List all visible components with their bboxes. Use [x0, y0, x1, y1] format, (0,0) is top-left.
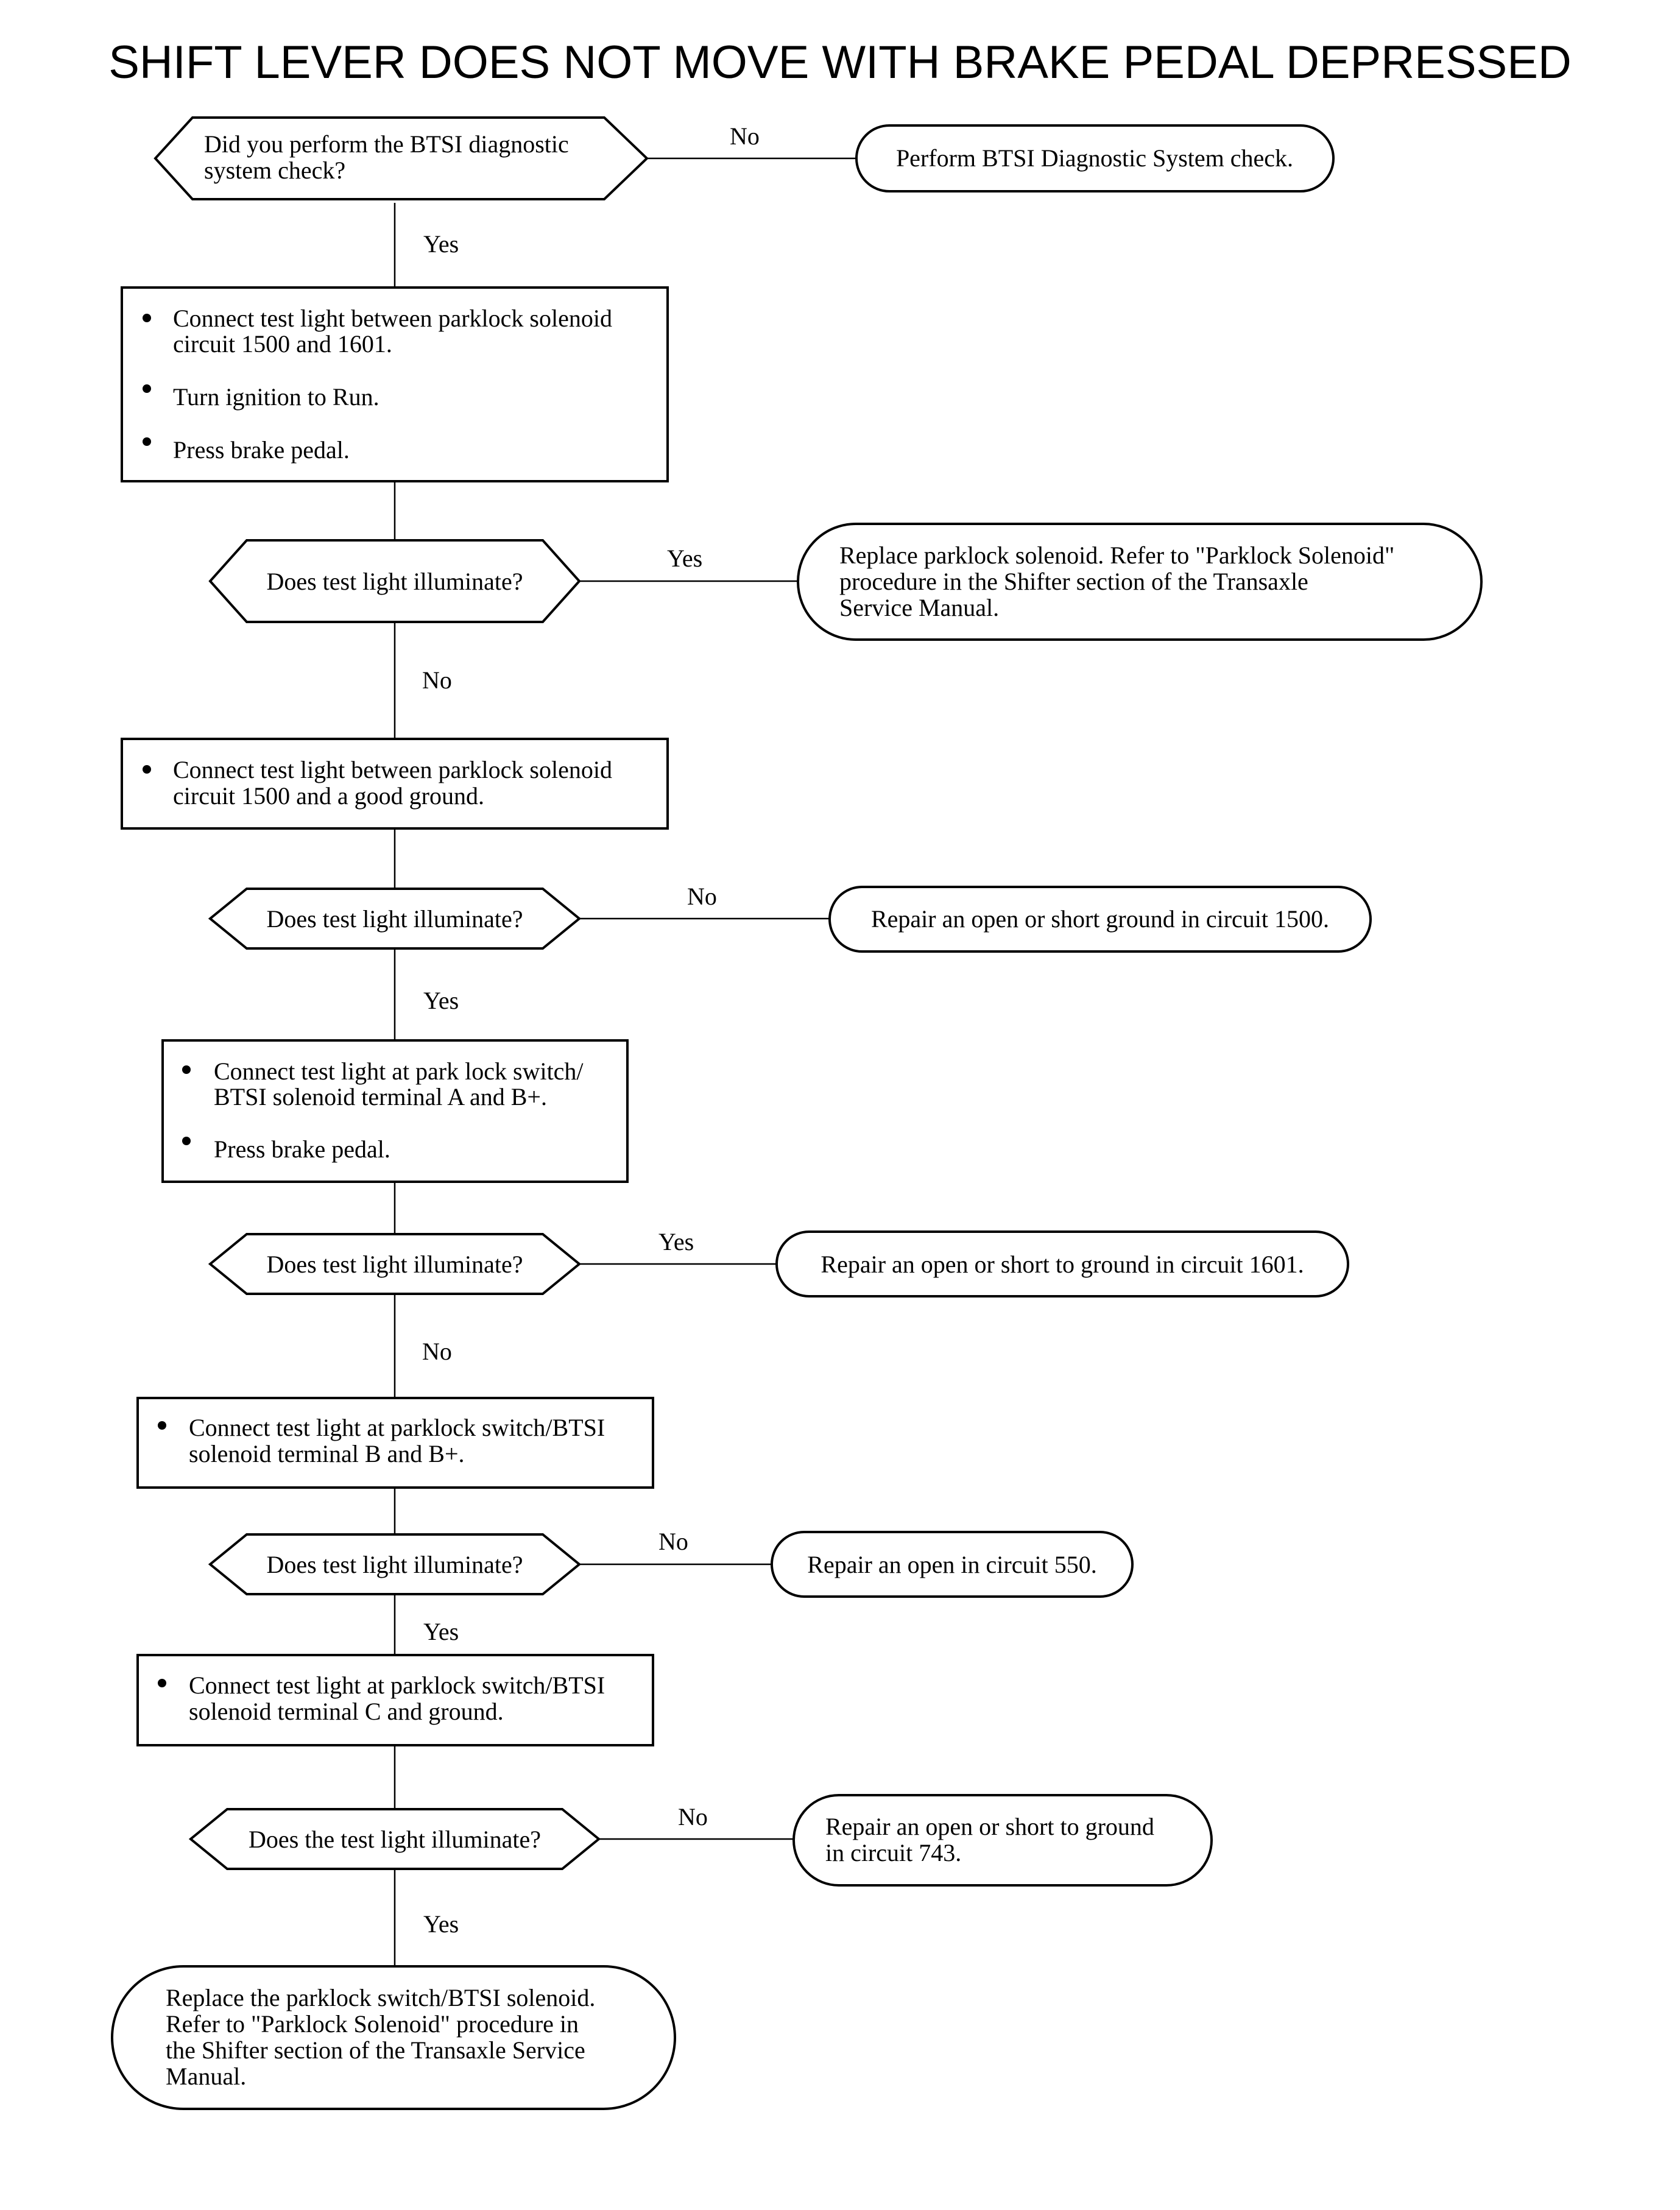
- terminal-line: Manual.: [166, 2063, 246, 2090]
- terminal-line: Service Manual.: [839, 594, 999, 621]
- edge-label-d1-yes: Yes: [423, 230, 459, 258]
- decision-btsi-check-performed: Did you perform the BTSI diagnostic syst…: [154, 116, 649, 200]
- edge-label-d4-no: No: [422, 1338, 452, 1365]
- decision-test-light-1: Does test light illuminate?: [208, 539, 581, 623]
- bullet: [182, 1137, 191, 1145]
- edge-label-d6-yes: Yes: [423, 1910, 459, 1938]
- terminal-replace-parklock-switch: Replace the parklock switch/BTSI solenoi…: [111, 1965, 676, 2110]
- action-box-4: Connect test light at parklock switch/BT…: [136, 1397, 654, 1489]
- action-line: Connect test light at parklock switch/BT…: [189, 1672, 605, 1699]
- action-line: Press brake pedal.: [173, 436, 350, 464]
- action-line: Connect test light at parklock switch/BT…: [189, 1414, 605, 1441]
- bullet: [143, 384, 151, 393]
- decision-line: Does test light illuminate?: [266, 1551, 523, 1578]
- action-line: solenoid terminal C and ground.: [189, 1698, 504, 1725]
- edge-label-d5-no: No: [658, 1528, 688, 1555]
- terminal-repair-circuit-743: Repair an open or short to ground in cir…: [792, 1794, 1213, 1887]
- decision-line: Does test light illuminate?: [266, 1251, 523, 1278]
- page-title: SHIFT LEVER DOES NOT MOVE WITH BRAKE PED…: [108, 37, 1572, 88]
- decision-line: Does test light illuminate?: [266, 905, 523, 933]
- bullet: [158, 1679, 166, 1687]
- terminal-line: Repair an open in circuit 550.: [807, 1551, 1096, 1578]
- edge-label-d3-yes: Yes: [423, 987, 459, 1014]
- terminal-line: Repair an open or short ground in circui…: [871, 905, 1329, 933]
- terminal-line: Perform BTSI Diagnostic System check.: [896, 144, 1293, 172]
- action-line: Press brake pedal.: [214, 1135, 390, 1163]
- action-line: Turn ignition to Run.: [173, 383, 379, 411]
- action-line: BTSI solenoid terminal A and B+.: [214, 1083, 547, 1110]
- action-line: Connect test light between parklock sole…: [173, 756, 612, 783]
- decision-line: system check?: [204, 157, 345, 184]
- action-box-1: Connect test light between parklock sole…: [121, 286, 669, 482]
- terminal-line: Repair an open or short to ground: [825, 1813, 1154, 1840]
- action-line: Connect test light at park lock switch/: [214, 1057, 584, 1085]
- decision-test-light-5: Does the test light illuminate?: [188, 1808, 601, 1870]
- terminal-line: Repair an open or short to ground in cir…: [821, 1251, 1304, 1278]
- terminal-repair-circuit-550: Repair an open in circuit 550.: [771, 1531, 1134, 1598]
- bullet: [182, 1065, 191, 1074]
- decision-test-light-4: Does test light illuminate?: [208, 1533, 582, 1595]
- edge-label-d2-yes: Yes: [667, 545, 702, 572]
- bullet: [143, 314, 151, 322]
- decision-line: Does test light illuminate?: [266, 568, 523, 595]
- terminal-line: in circuit 743.: [825, 1839, 961, 1866]
- edge-label-d3-no: No: [687, 883, 717, 910]
- edge-label-d2-no: No: [422, 666, 452, 694]
- terminal-repair-circuit-1601: Repair an open or short to ground in cir…: [775, 1230, 1349, 1297]
- edge-label-d5-yes: Yes: [423, 1618, 459, 1645]
- terminal-line: Replace parklock solenoid. Refer to "Par…: [839, 542, 1394, 569]
- terminal-line: procedure in the Shifter section of the …: [839, 568, 1308, 595]
- edge-label-d1-no: No: [730, 122, 760, 150]
- terminal-line: Refer to "Parklock Solenoid" procedure i…: [166, 2010, 579, 2038]
- action-box-3: Connect test light at park lock switch/ …: [161, 1039, 629, 1183]
- terminal-line: Replace the parklock switch/BTSI solenoi…: [166, 1984, 595, 2011]
- action-line: Connect test light between parklock sole…: [173, 305, 612, 332]
- action-line: circuit 1500 and 1601.: [173, 330, 392, 358]
- bullet: [143, 437, 151, 446]
- action-box-5: Connect test light at parklock switch/BT…: [136, 1654, 654, 1746]
- decision-line: Did you perform the BTSI diagnostic: [204, 130, 569, 158]
- bullet: [158, 1421, 166, 1430]
- terminal-perform-btsi-check: Perform BTSI Diagnostic System check.: [855, 124, 1335, 192]
- decision-test-light-3: Does test light illuminate?: [208, 1233, 582, 1295]
- edge-label-d6-no: No: [678, 1803, 708, 1830]
- decision-line: Does the test light illuminate?: [249, 1826, 541, 1853]
- terminal-line: the Shifter section of the Transaxle Ser…: [166, 2036, 585, 2064]
- action-box-2: Connect test light between parklock sole…: [121, 738, 669, 830]
- edge-label-d4-yes: Yes: [658, 1228, 694, 1255]
- bullet: [143, 765, 151, 774]
- action-line: circuit 1500 and a good ground.: [173, 782, 484, 810]
- action-line: solenoid terminal B and B+.: [189, 1440, 465, 1467]
- terminal-replace-parklock-solenoid: Replace parklock solenoid. Refer to "Par…: [797, 523, 1483, 641]
- decision-test-light-2: Does test light illuminate?: [208, 888, 582, 950]
- terminal-repair-circuit-1500: Repair an open or short ground in circui…: [828, 886, 1372, 953]
